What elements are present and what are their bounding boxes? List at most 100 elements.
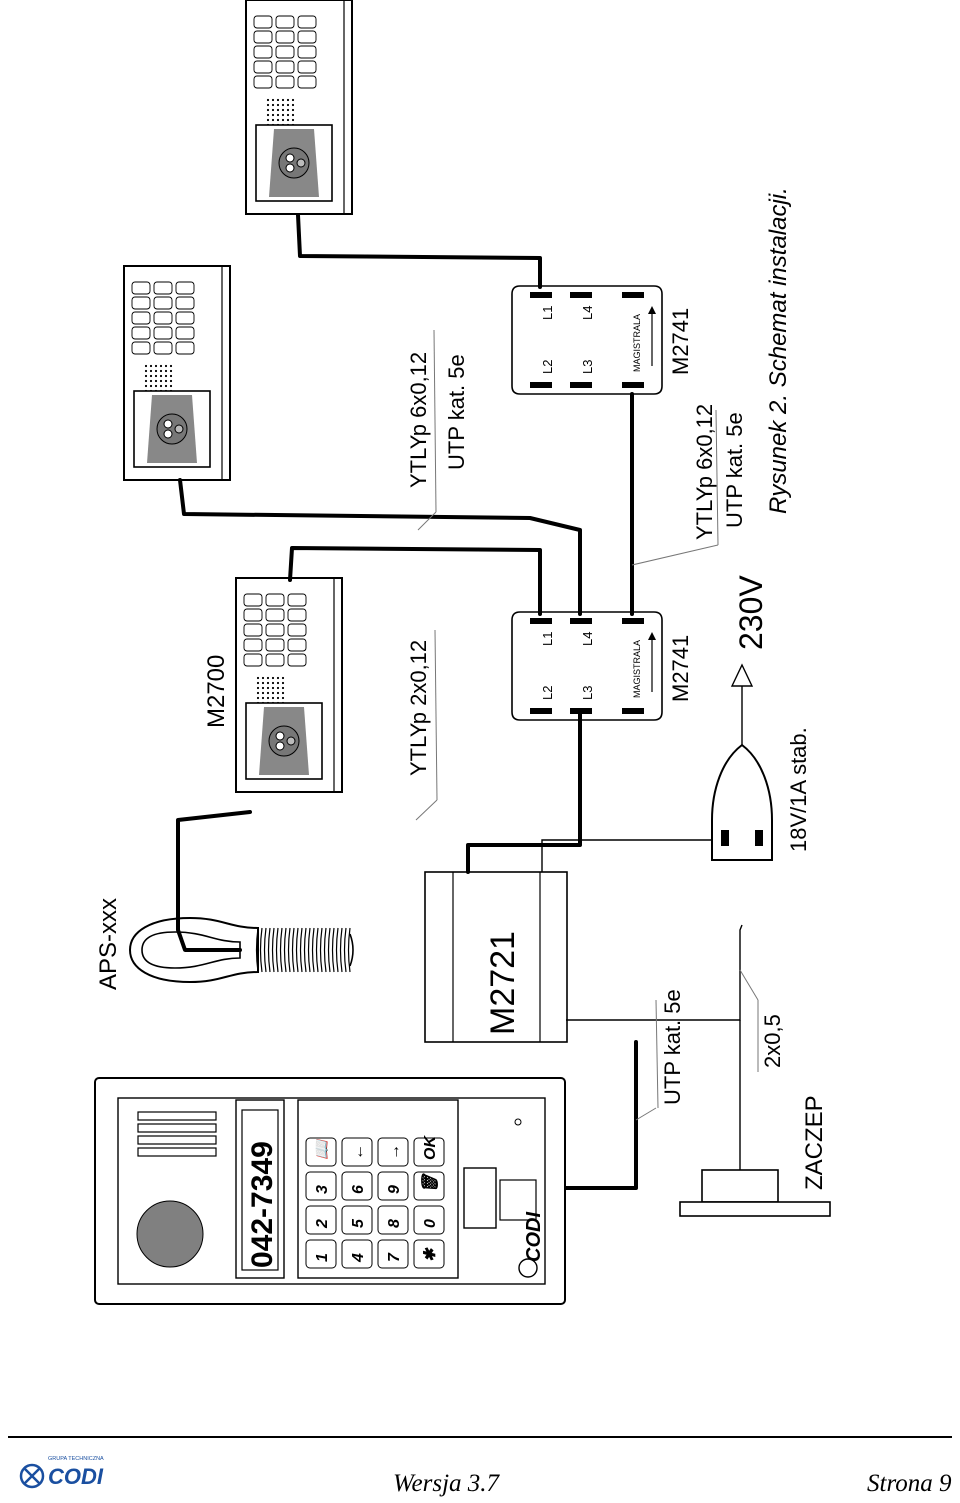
cable-ytlyp-6x-right-label: YTLYp 6x0,12 bbox=[692, 404, 717, 540]
monkey-picture-icon bbox=[269, 129, 319, 197]
panel-key-label: 📖 bbox=[314, 1138, 331, 1160]
panel-key[interactable] bbox=[305, 1171, 337, 1201]
panel-keypad: 123📖456←789→✱0🗑OK bbox=[305, 1135, 445, 1269]
mains-label: 230V bbox=[733, 575, 769, 650]
monitor-key[interactable] bbox=[175, 326, 195, 340]
panel-key-label: ✱ bbox=[422, 1247, 439, 1262]
monitor-key[interactable] bbox=[265, 593, 285, 607]
panel-key[interactable] bbox=[377, 1171, 409, 1201]
monitor-key[interactable] bbox=[253, 15, 273, 29]
monitor-key[interactable] bbox=[153, 341, 173, 355]
monitor-key[interactable] bbox=[297, 60, 317, 74]
codi-logo-icon bbox=[518, 1258, 538, 1278]
monitor-key[interactable] bbox=[253, 45, 273, 59]
panel-key[interactable] bbox=[341, 1205, 373, 1235]
monitor-key[interactable] bbox=[131, 281, 151, 295]
m2721-label: M2721 bbox=[484, 931, 522, 1035]
monitor-key[interactable] bbox=[297, 15, 317, 29]
panel-key-label: ← bbox=[350, 1144, 367, 1160]
splitter-port-label: L4 bbox=[580, 632, 595, 646]
monitor-key[interactable] bbox=[153, 311, 173, 325]
monitor-key[interactable] bbox=[275, 15, 295, 29]
monitor-key[interactable] bbox=[265, 623, 285, 637]
zaczep-label: ZACZEP bbox=[801, 1095, 828, 1190]
panel-key[interactable] bbox=[305, 1239, 337, 1269]
monitor-key[interactable] bbox=[253, 75, 273, 89]
monitor-m2700 bbox=[235, 577, 343, 793]
magistrala-label: MAGISTRALA bbox=[632, 314, 642, 372]
panel-key[interactable] bbox=[305, 1205, 337, 1235]
panel-key[interactable] bbox=[413, 1205, 445, 1235]
panel-key-label: 6 bbox=[350, 1185, 367, 1194]
panel-key[interactable] bbox=[377, 1137, 409, 1167]
footer-divider bbox=[8, 1436, 952, 1438]
monitor-key[interactable] bbox=[153, 281, 173, 295]
monitor-key[interactable] bbox=[131, 341, 151, 355]
monitor-key[interactable] bbox=[275, 75, 295, 89]
panel-key-label: 9 bbox=[386, 1185, 403, 1194]
monitor-key[interactable] bbox=[297, 75, 317, 89]
monitor-key[interactable] bbox=[131, 296, 151, 310]
panel-key[interactable] bbox=[377, 1205, 409, 1235]
monitor-key[interactable] bbox=[265, 608, 285, 622]
panel-key[interactable] bbox=[413, 1171, 445, 1201]
monitor-key[interactable] bbox=[287, 623, 307, 637]
monitor-key[interactable] bbox=[243, 593, 263, 607]
monitor-key[interactable] bbox=[153, 296, 173, 310]
splitter-port-label: L3 bbox=[580, 360, 595, 374]
monitor-key[interactable] bbox=[287, 653, 307, 667]
cable-utp-left-label: UTP kat. 5e bbox=[660, 989, 685, 1105]
panel-key[interactable] bbox=[413, 1239, 445, 1269]
monitor-middle bbox=[123, 265, 231, 481]
monitor-speaker-icon bbox=[266, 98, 295, 127]
panel-key[interactable] bbox=[413, 1137, 445, 1167]
monitor-key[interactable] bbox=[243, 653, 263, 667]
wiring bbox=[176, 213, 754, 1190]
monkey-picture-icon bbox=[147, 395, 197, 463]
monitor-key[interactable] bbox=[175, 281, 195, 295]
monitor-key[interactable] bbox=[131, 311, 151, 325]
splitter-port-label: L4 bbox=[580, 306, 595, 320]
monitor-key[interactable] bbox=[175, 311, 195, 325]
monitor-key[interactable] bbox=[275, 45, 295, 59]
panel-key[interactable] bbox=[305, 1137, 337, 1167]
monitor-key[interactable] bbox=[297, 45, 317, 59]
panel-key-label: 7 bbox=[386, 1252, 403, 1262]
panel-key-label: 4 bbox=[350, 1253, 367, 1263]
m2741-upper-label: M2741 bbox=[668, 308, 693, 375]
monitor-key[interactable] bbox=[131, 326, 151, 340]
monitor-key[interactable] bbox=[153, 326, 173, 340]
monitor-key[interactable] bbox=[265, 638, 285, 652]
monitor-key[interactable] bbox=[265, 653, 285, 667]
aps-label: APS-xxx bbox=[95, 898, 122, 990]
monitor-key[interactable] bbox=[287, 638, 307, 652]
panel-key[interactable] bbox=[377, 1239, 409, 1269]
panel-key-label: 0 bbox=[422, 1219, 439, 1228]
monitor-key[interactable] bbox=[243, 623, 263, 637]
monitor-key[interactable] bbox=[243, 608, 263, 622]
monitor-key[interactable] bbox=[253, 60, 273, 74]
speaker-grille-icon bbox=[137, 1111, 217, 1157]
monitor-key[interactable] bbox=[243, 638, 263, 652]
panel-key[interactable] bbox=[341, 1171, 373, 1201]
door-strike bbox=[679, 1169, 831, 1217]
monitor-key[interactable] bbox=[253, 30, 273, 44]
monitor-key[interactable] bbox=[175, 296, 195, 310]
panel-key[interactable] bbox=[341, 1137, 373, 1167]
monitor-key[interactable] bbox=[287, 593, 307, 607]
cable-ytlyp-2x-label: YTLYp 2x0,12 bbox=[406, 640, 431, 776]
monitor-key[interactable] bbox=[275, 30, 295, 44]
cable-utp-right-label: UTP kat. 5e bbox=[722, 412, 747, 528]
footer-codi-logo-icon: GRUPA TECHNICZNA CODI bbox=[19, 1456, 104, 1489]
monitor-key[interactable] bbox=[275, 60, 295, 74]
footer-brand: CODI bbox=[48, 1464, 104, 1489]
panel-key[interactable] bbox=[341, 1239, 373, 1269]
panel-key-label: 5 bbox=[350, 1218, 367, 1228]
psu-label: 18V/1A stab. bbox=[786, 727, 811, 852]
monitor-key[interactable] bbox=[297, 30, 317, 44]
monitor-key[interactable] bbox=[287, 608, 307, 622]
panel-key-label: 2 bbox=[314, 1219, 331, 1229]
footer-page-number: Strona 9 bbox=[867, 1470, 952, 1497]
monitor-key[interactable] bbox=[175, 341, 195, 355]
